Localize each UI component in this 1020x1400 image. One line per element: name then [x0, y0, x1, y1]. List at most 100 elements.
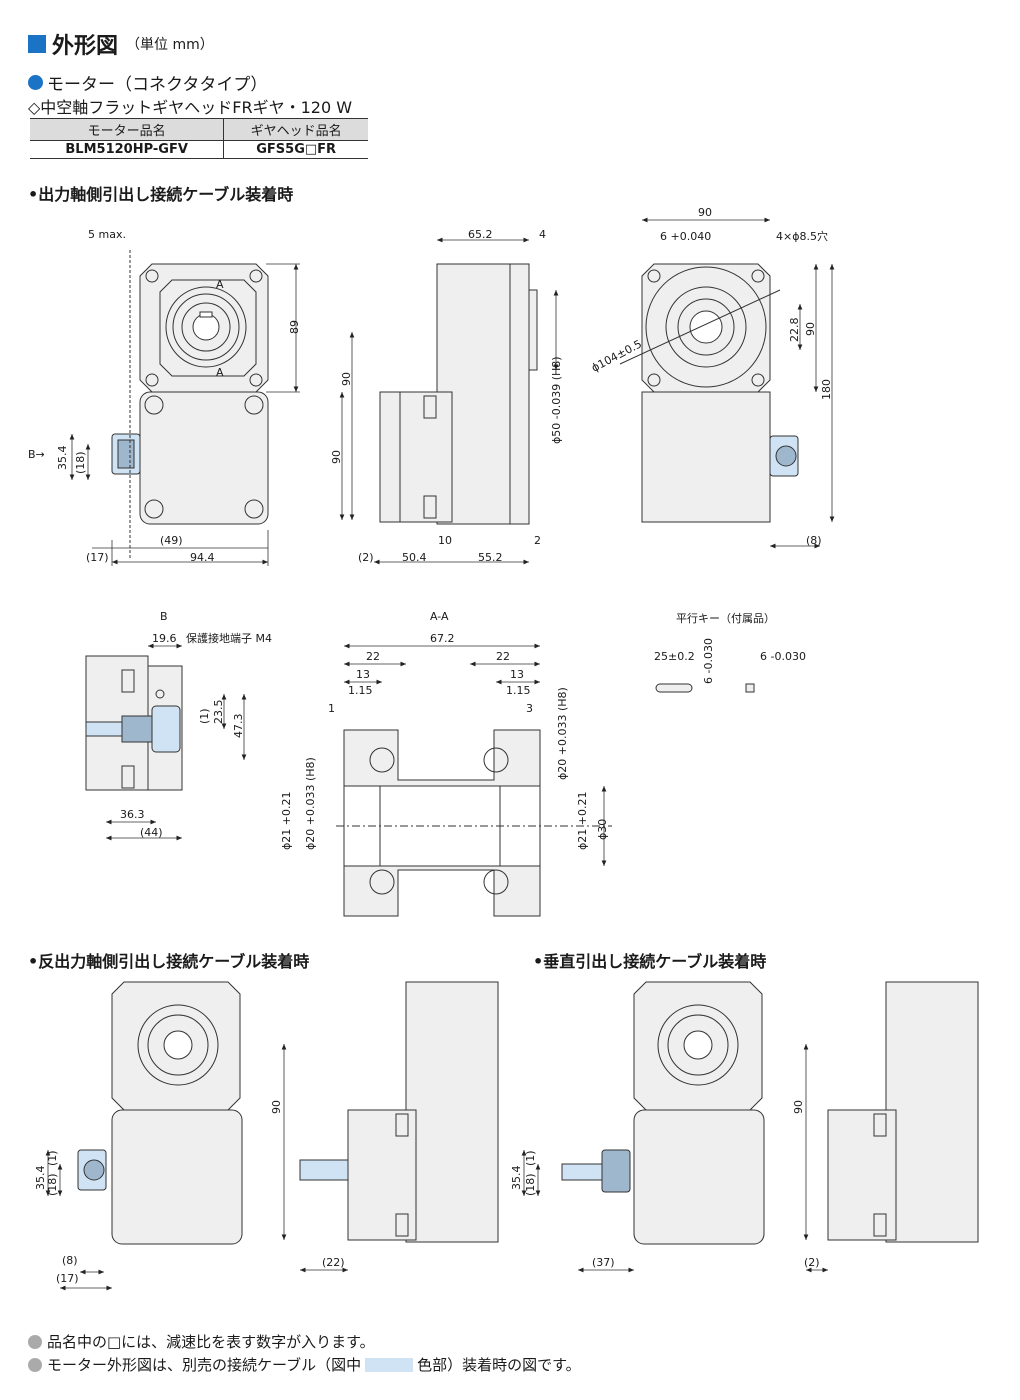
dim-6: 6 +0.040	[660, 230, 711, 243]
dim-1-15-right: 1.15	[506, 684, 531, 697]
dim-13-left: 13	[356, 668, 370, 681]
vert-dim-text: 35.4 (1) (18) (37) 90 (2)	[510, 1100, 820, 1269]
dim-1-sec: 1	[328, 702, 335, 715]
dim-47-3: 47.3	[232, 714, 245, 739]
dim-17: (17)	[86, 551, 109, 564]
dim-phi104: ϕ104±0.5	[589, 337, 644, 374]
dim-vert-18: (18)	[524, 1173, 537, 1196]
dim-22-8: 22.8	[788, 318, 801, 343]
dim-18: (18)	[74, 451, 87, 474]
dim-94-4: 94.4	[190, 551, 215, 564]
dim-35-4: 35.4	[56, 446, 69, 471]
section-aa-text: A-A 67.2 22 22 13 13 1.15 1.15 1 3 ϕ20 +…	[280, 610, 609, 850]
dim-67-2: 67.2	[430, 632, 455, 645]
dim-2b: 2	[534, 534, 541, 547]
note-1: 品名中の□には、減速比を表す数字が入ります。	[28, 1331, 375, 1352]
dim-22-left: 22	[366, 650, 380, 663]
cable-color-swatch	[365, 1357, 414, 1372]
section-opposite-side: •反出力軸側引出し接続ケーブル装着時	[28, 952, 310, 971]
motor-type-text: モーター（コネクタタイプ）	[47, 75, 268, 95]
spec-cell-motor: BLM5120HP-GFV	[30, 140, 224, 159]
dim-90-right: 90	[804, 322, 817, 336]
dim-vert-1: (1)	[524, 1150, 537, 1166]
vert-dims	[521, 1044, 828, 1273]
opp-dims	[45, 1044, 348, 1291]
side-view	[379, 263, 538, 525]
page-title: 外形図 （単位 mm）	[28, 28, 214, 60]
dim-phi20-left: ϕ20 +0.033 (H8)	[304, 757, 317, 850]
opp-side-view	[299, 981, 499, 1243]
dim-8: (8)	[806, 534, 822, 547]
dim-opp-22: (22)	[322, 1256, 345, 1269]
front-dims	[69, 263, 300, 566]
dim-25: 25±0.2	[654, 650, 695, 663]
dim-22-right: 22	[496, 650, 510, 663]
back-view	[619, 263, 799, 523]
vert-side-view	[827, 981, 979, 1243]
dim-65-2: 65.2	[468, 228, 493, 241]
spec-cell-gear: GFS5G□FR	[223, 140, 368, 159]
note-2: モーター外形図は、別売の接続ケーブル（図中 色部）装着時の図です。	[28, 1354, 581, 1375]
dim-19-6: 19.6	[152, 632, 177, 645]
view-aa-label: A-A	[430, 610, 449, 623]
back-dims	[642, 217, 835, 549]
key-text: 平行キー（付属品） 25±0.2 6 -0.030 6 -0.030	[654, 612, 806, 684]
dim-phi20-right: ϕ20 +0.033 (H8)	[556, 687, 569, 780]
dim-vert-90: 90	[792, 1100, 805, 1114]
dim-vert-37: (37)	[592, 1256, 615, 1269]
dim-23-5: 23.5	[212, 700, 225, 725]
title-text: 外形図	[52, 34, 119, 59]
motor-type-heading: モーター（コネクタタイプ）	[28, 70, 267, 95]
opp-front-view	[77, 981, 243, 1245]
dim-opp-18: (18)	[46, 1173, 59, 1196]
vert-front-view	[561, 981, 765, 1245]
view-mark-b: B→	[28, 448, 45, 461]
spec-header-gear: ギヤヘッド品名	[223, 118, 368, 141]
note-2-text-a: モーター外形図は、別売の接続ケーブル（図中	[47, 1356, 362, 1374]
dim-1: (1)	[198, 708, 211, 724]
dim-50-4: 50.4	[402, 551, 427, 564]
dim-90-top: 90	[698, 206, 712, 219]
dim-180: 180	[820, 379, 833, 400]
section-mark-a-top: A	[216, 278, 224, 291]
dim-90-a: 90	[340, 372, 353, 386]
note-bullet-icon	[28, 1334, 42, 1349]
dim-6-key-b: 6 -0.030	[760, 650, 806, 663]
dim-44: (44)	[140, 826, 163, 839]
dim-49: (49)	[160, 534, 183, 547]
side-dim-text: 65.2 4 90 90 ϕ50 -0.039 (H8) (2) 50.4 10…	[330, 228, 563, 564]
unit-label: （単位 mm）	[126, 37, 214, 53]
view-b	[85, 655, 183, 791]
dim-opp-90: 90	[270, 1100, 283, 1114]
note-1-text: 品名中の□には、減速比を表す数字が入ります。	[47, 1333, 375, 1351]
dim-opp-35-4: 35.4	[34, 1166, 47, 1191]
dim-phi21-left: ϕ21 +0.21	[280, 792, 293, 850]
holes-label: 4×ϕ8.5穴	[776, 229, 828, 243]
side-dims	[339, 237, 559, 565]
note-2-text-b: 色部）装着時の図です。	[417, 1356, 581, 1374]
ground-terminal-label: 保護接地端子 M4	[186, 631, 272, 645]
dim-opp-8: (8)	[62, 1254, 78, 1267]
dim-phi30: ϕ30	[596, 819, 609, 840]
key-label: 平行キー（付属品）	[676, 612, 775, 625]
dim-13-right: 13	[510, 668, 524, 681]
dim-phi50: ϕ50 -0.039 (H8)	[550, 356, 563, 444]
drawing-canvas: 5 max. 89 35.4 (18) (17) (49) 94.4 A A B…	[28, 206, 979, 1291]
spec-header-motor: モーター品名	[30, 118, 224, 141]
dim-89: 89	[288, 320, 301, 334]
gear-type-heading: ◇中空軸フラットギヤヘッドFRギヤ・120 W	[28, 98, 353, 117]
view-b-dims	[106, 643, 247, 841]
opp-dim-text: 35.4 (1) (18) (8) (17) 90 (22)	[34, 1100, 345, 1285]
front-view	[111, 250, 269, 560]
front-dim-text: 5 max. 89 35.4 (18) (17) (49) 94.4 A A B…	[28, 228, 301, 564]
bullet-circle-icon	[28, 75, 43, 90]
dim-1-15-left: 1.15	[348, 684, 373, 697]
dim-opp-1: (1)	[46, 1150, 59, 1166]
view-b-text: B 19.6 保護接地端子 M4 (1) 23.5 47.3 36.3 (44)	[120, 610, 272, 839]
key-view	[655, 683, 755, 693]
dim-vert-2: (2)	[804, 1256, 820, 1269]
motor-side	[379, 391, 453, 523]
dim-2a: (2)	[358, 551, 374, 564]
